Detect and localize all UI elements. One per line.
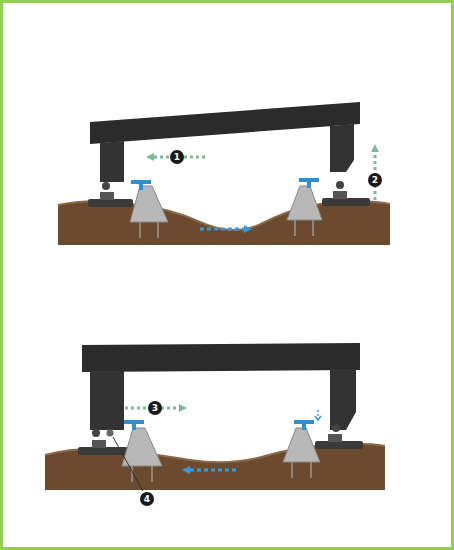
callout-number: 1 (170, 150, 184, 164)
callout-number: 2 (368, 173, 382, 187)
panel-top (58, 102, 390, 245)
callout-number: 4 (140, 492, 154, 506)
callout-number: 3 (148, 401, 162, 415)
leader-line (113, 437, 143, 491)
panel-bottom (45, 343, 385, 491)
